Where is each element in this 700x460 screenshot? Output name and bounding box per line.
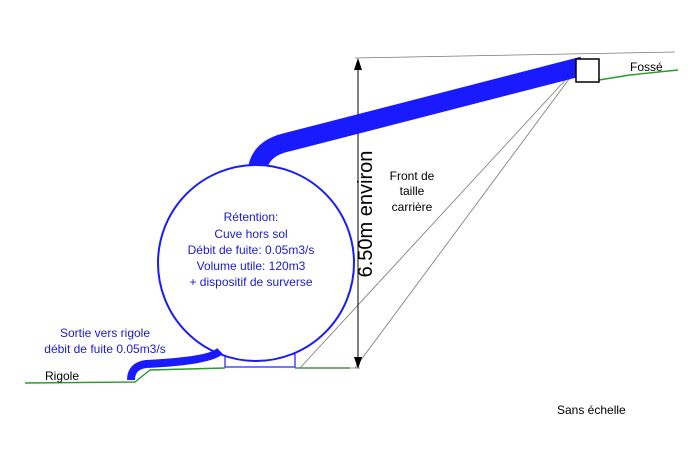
ground-line-right — [598, 69, 679, 81]
height-dimension — [354, 58, 362, 369]
retention-line-4: Volume utile: 120m3 — [197, 259, 306, 273]
fosse-label: Fossé — [630, 60, 663, 74]
slope-line-right — [354, 74, 573, 369]
retention-line-3: Débit de fuite: 0.05m3/s — [188, 243, 315, 257]
rigole-label: Rigole — [45, 369, 79, 383]
sortie-text: Sortie vers rigole débit de fuite 0.05m3… — [44, 326, 165, 356]
sortie-line-2: débit de fuite 0.05m3/s — [44, 342, 165, 356]
retention-text: Rétention: Cuve hors sol Débit de fuite:… — [188, 210, 315, 289]
sortie-line-1: Sortie vers rigole — [60, 326, 150, 340]
front-de-taille-text: Front de taille carrière — [390, 169, 435, 214]
retention-line-5: + dispositif de surverse — [189, 275, 312, 289]
retention-line-2: Cuve hors sol — [214, 227, 287, 241]
front-line-1: Front de — [390, 169, 435, 183]
inlet-pipe — [247, 56, 586, 174]
slope-line-top — [354, 51, 676, 59]
fosse-box — [575, 58, 600, 83]
retention-line-1: Rétention: — [224, 210, 279, 224]
front-line-3: carrière — [392, 200, 433, 214]
front-line-2: taille — [400, 184, 425, 198]
scale-note: Sans échelle — [557, 403, 626, 417]
outlet-pipe — [127, 347, 223, 381]
height-dimension-label: 6.50m environ — [355, 151, 377, 278]
quarry-face-line — [299, 74, 571, 369]
retention-tank — [157, 164, 355, 362]
ground-line-left — [24, 367, 226, 384]
